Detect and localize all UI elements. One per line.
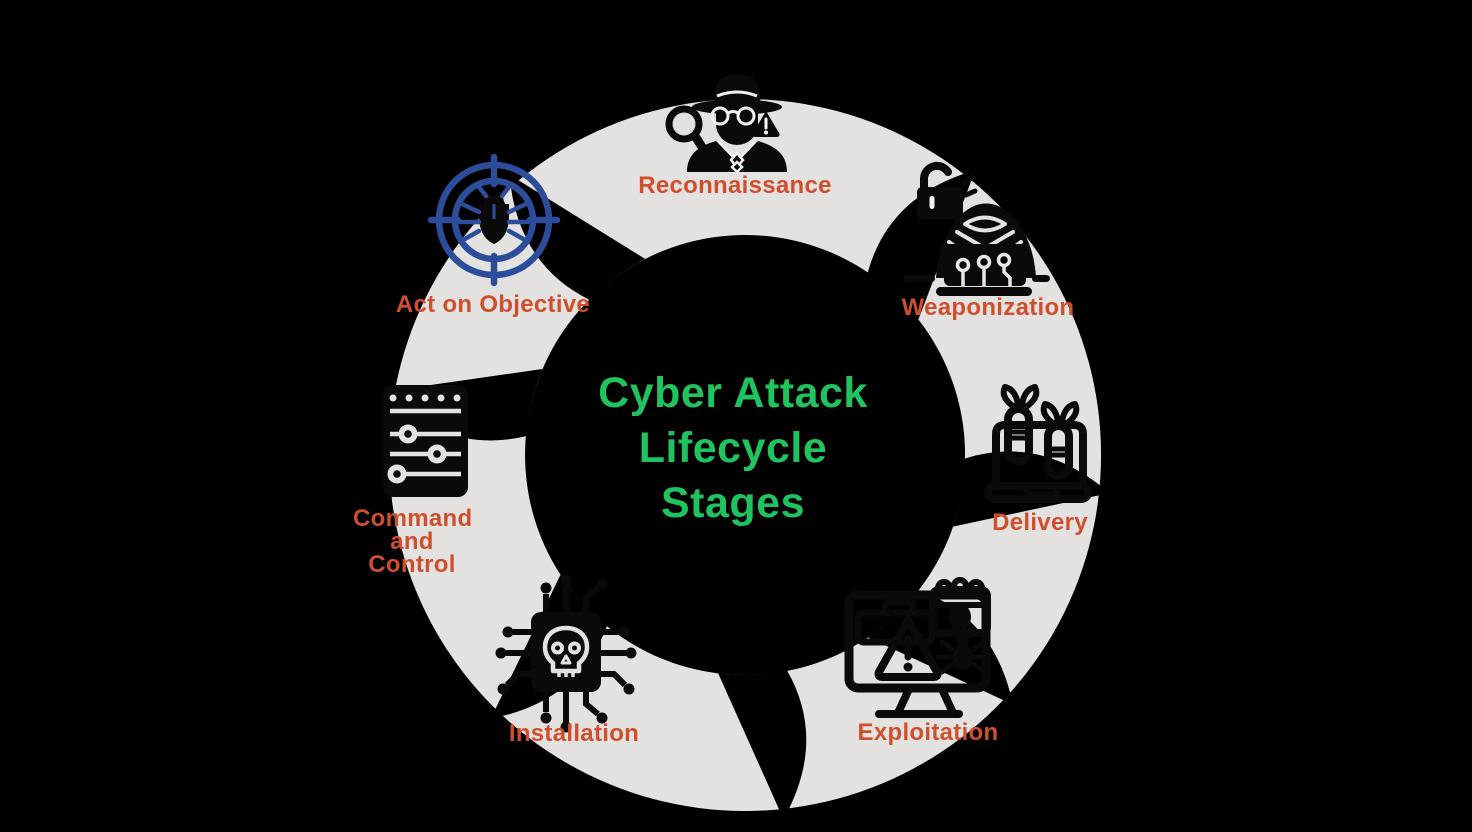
stage-label-weaponization: Weaponization [901, 294, 1075, 321]
title-line-1: Cyber Attack [598, 369, 868, 417]
open-padlock-icon [919, 161, 952, 193]
diagram-title: Cyber Attack Lifecycle Stages [533, 366, 933, 531]
control-panel-sliders-icon [383, 385, 468, 497]
spy-detective-magnifier-icon [665, 74, 787, 174]
title-line-3: Stages [660, 479, 805, 527]
stage-label-reconnaissance: Reconnaissance [638, 172, 832, 199]
stage-label-delivery: Delivery [992, 509, 1088, 536]
skull-icon [542, 625, 590, 677]
alert-triangle-icon [752, 111, 780, 137]
stage-label-installation: Installation [508, 720, 640, 747]
stage-label-act-on-objective: Act on Objective [395, 291, 591, 318]
stage-label-exploitation: Exploitation [857, 719, 999, 746]
laptop-missiles-icon [984, 384, 1092, 503]
bug-icon [935, 627, 991, 675]
monitor-warning-bug-icon [844, 577, 991, 718]
stage-label-command-and-control: Command and Control [353, 505, 473, 578]
bug-crosshair-target-icon [427, 153, 561, 287]
hacker-laptop-padlock-icon [903, 161, 1050, 296]
skull-microchip-icon [495, 574, 637, 733]
magnifier-icon [665, 105, 703, 143]
warning-triangle-icon [874, 616, 942, 681]
title-line-2: Lifecycle [638, 424, 828, 472]
